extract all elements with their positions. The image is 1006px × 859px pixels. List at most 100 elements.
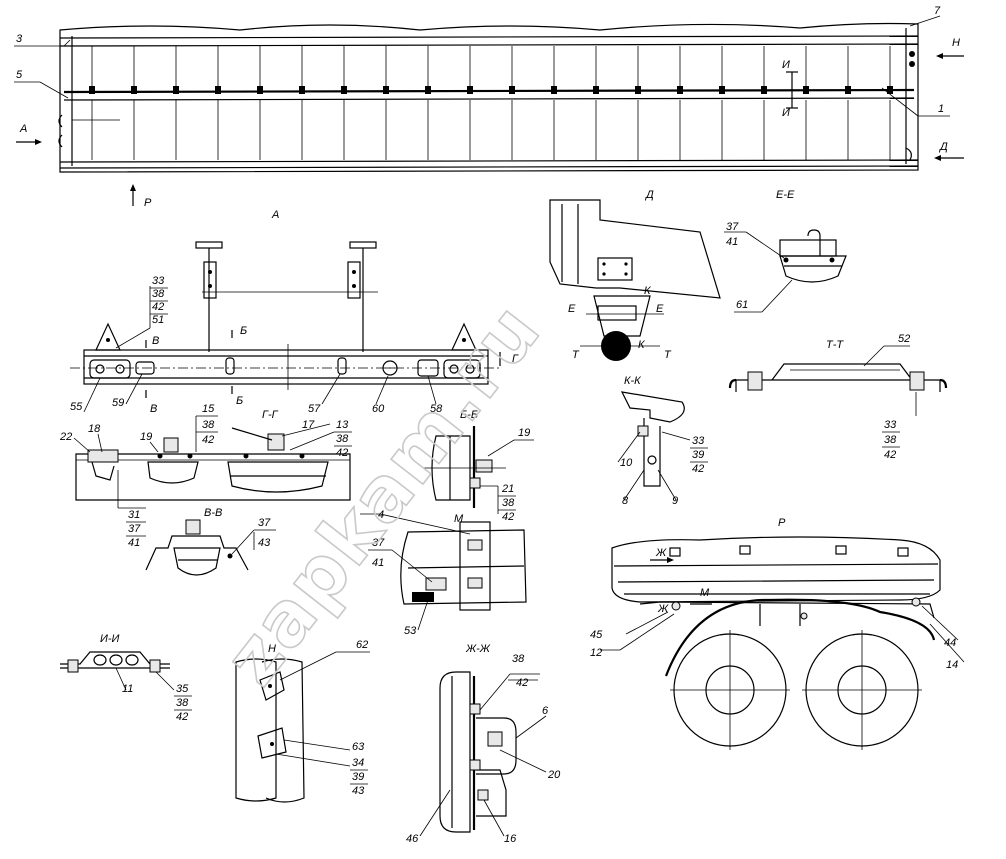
section-label-b-bottom: Б bbox=[236, 395, 243, 407]
callout-51: 51 bbox=[152, 314, 164, 326]
callout-43-n: 43 bbox=[352, 785, 365, 797]
view-m: М 4 37 41 53 bbox=[360, 509, 527, 637]
view-k-k: К-К 33 39 42 10 8 9 bbox=[617, 375, 708, 507]
view-d: Д Е Е К К Т Т bbox=[549, 189, 721, 361]
callout-42-gg: 42 bbox=[202, 434, 214, 446]
callout-34: 34 bbox=[352, 757, 364, 769]
callout-19-bb: 19 bbox=[518, 427, 530, 439]
view-title-a: А bbox=[271, 209, 279, 221]
top-view-arrows: А Р Н Д И И bbox=[16, 37, 964, 209]
callout-38-gg-right: 38 bbox=[336, 433, 349, 445]
callout-59: 59 bbox=[112, 397, 124, 409]
callout-20: 20 bbox=[547, 769, 561, 781]
section-label-i-top: И bbox=[782, 59, 790, 71]
view-n: Н 62 63 34 39 43 bbox=[235, 639, 370, 803]
section-label-b-top: Б bbox=[240, 325, 247, 337]
callout-58: 58 bbox=[430, 403, 443, 415]
view-title-k-k: К-К bbox=[624, 375, 641, 387]
view-title-d: Д bbox=[644, 189, 654, 201]
section-label-e-left: Е bbox=[568, 303, 576, 315]
view-title-n: Н bbox=[268, 643, 276, 655]
callout-62: 62 bbox=[356, 639, 368, 651]
callout-18: 18 bbox=[88, 423, 101, 435]
arrow-label-d: Д bbox=[938, 141, 948, 153]
arrow-label-n: Н bbox=[952, 37, 960, 49]
callout-42-bb: 42 bbox=[502, 511, 514, 523]
callout-37-vv: 37 bbox=[258, 517, 271, 529]
callout-44: 44 bbox=[944, 637, 956, 649]
section-label-k-bottom: К bbox=[638, 339, 645, 351]
view-a-rear-bumper: А В В Б Б Г bbox=[70, 209, 519, 415]
section-label-g: Г bbox=[512, 353, 519, 365]
callout-8: 8 bbox=[622, 495, 629, 507]
section-label-i-bottom: И bbox=[782, 107, 790, 119]
callout-37-gg: 37 bbox=[128, 523, 141, 535]
callout-63: 63 bbox=[352, 741, 365, 753]
callout-55: 55 bbox=[70, 401, 83, 413]
callout-22: 22 bbox=[59, 431, 72, 443]
view-title-i-i: И-И bbox=[100, 633, 120, 645]
callout-42-zz: 42 bbox=[516, 677, 528, 689]
view-g-g: Г-Г 22 18 19 15 38 42 31 37 41 17 13 bbox=[59, 403, 352, 549]
callout-3: 3 bbox=[16, 33, 23, 45]
callout-52: 52 bbox=[898, 333, 910, 345]
view-title-e-e: Е-Е bbox=[776, 189, 795, 201]
callout-46: 46 bbox=[406, 833, 419, 845]
callout-41-m: 41 bbox=[372, 557, 384, 569]
callout-15: 15 bbox=[202, 403, 215, 415]
callout-10: 10 bbox=[620, 457, 633, 469]
view-v-v: В-В 37 43 bbox=[145, 507, 276, 576]
callout-14: 14 bbox=[946, 659, 958, 671]
trailer-body-side-view bbox=[58, 22, 919, 173]
callout-38-tt: 38 bbox=[884, 434, 897, 446]
callout-37-ee: 37 bbox=[726, 221, 739, 233]
callout-42-gg-right: 42 bbox=[336, 447, 348, 459]
section-label-m: М bbox=[700, 587, 710, 599]
callout-43-vv: 43 bbox=[258, 537, 271, 549]
callout-33: 33 bbox=[152, 275, 165, 287]
view-title-zh-zh: Ж-Ж bbox=[465, 643, 491, 655]
callout-39-n: 39 bbox=[352, 771, 364, 783]
view-e-e: Е-Е 37 41 61 bbox=[724, 189, 847, 313]
section-label-v-bottom: В bbox=[150, 403, 157, 415]
callout-21: 21 bbox=[501, 483, 514, 495]
view-title-t-t: Т-Т bbox=[826, 339, 844, 351]
callout-57: 57 bbox=[308, 403, 321, 415]
top-callouts: 3 5 7 1 bbox=[14, 5, 950, 117]
callout-17: 17 bbox=[302, 419, 315, 431]
callout-38-ii: 38 bbox=[176, 697, 189, 709]
view-title-g-g: Г-Г bbox=[262, 409, 279, 421]
view-title-r: Р bbox=[778, 517, 786, 529]
callout-61: 61 bbox=[736, 299, 748, 311]
callout-13: 13 bbox=[336, 419, 349, 431]
callout-60: 60 bbox=[372, 403, 385, 415]
body-posts bbox=[89, 46, 893, 160]
callout-38-zz: 38 bbox=[512, 653, 525, 665]
callout-41-ee: 41 bbox=[726, 236, 738, 248]
callout-4: 4 bbox=[378, 509, 384, 521]
callout-35: 35 bbox=[176, 683, 189, 695]
callout-7: 7 bbox=[934, 5, 941, 17]
callout-5: 5 bbox=[16, 69, 23, 81]
callout-45: 45 bbox=[590, 629, 603, 641]
callout-41-gg: 41 bbox=[128, 537, 140, 549]
callout-42-ii: 42 bbox=[176, 711, 188, 723]
view-title-m: М bbox=[454, 513, 464, 525]
view-r-trailer-rear: Р Ж Ж М 45 12 44 bbox=[590, 517, 965, 750]
callout-53: 53 bbox=[404, 625, 417, 637]
view-b-b: Б-Б 19 21 38 42 bbox=[424, 409, 534, 523]
section-label-zh-top: Ж bbox=[655, 547, 667, 559]
arrow-label-a: А bbox=[19, 123, 27, 135]
callout-9: 9 bbox=[672, 495, 678, 507]
view-i-i: И-И 11 35 38 42 bbox=[60, 633, 192, 723]
callout-6: 6 bbox=[542, 705, 549, 717]
view-title-b-b: Б-Б bbox=[460, 409, 478, 421]
callout-38-bb: 38 bbox=[502, 497, 515, 509]
callout-37-m: 37 bbox=[372, 537, 385, 549]
arrow-label-r: Р bbox=[144, 197, 152, 209]
view-title-v-v: В-В bbox=[204, 507, 222, 519]
callout-16: 16 bbox=[504, 833, 517, 845]
section-label-k-top: К bbox=[644, 285, 651, 297]
callout-38: 38 bbox=[152, 288, 165, 300]
